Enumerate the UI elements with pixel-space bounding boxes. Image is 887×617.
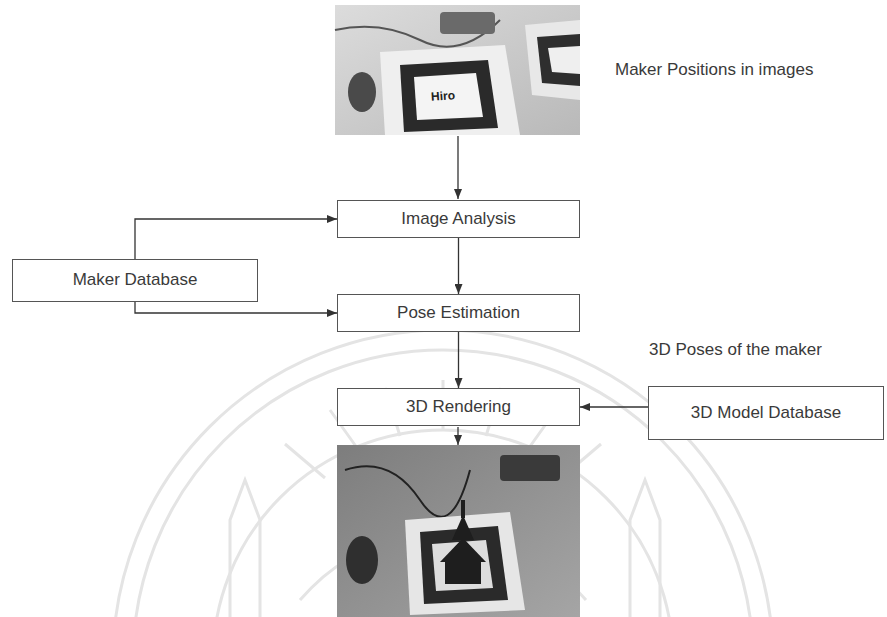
model-spire	[461, 500, 465, 518]
virtual-model	[440, 500, 486, 584]
box-label: 3D Model Database	[691, 403, 841, 423]
photo-ground	[337, 445, 580, 617]
flow-connector	[458, 332, 459, 388]
seal-ring	[213, 430, 673, 617]
flow-connector	[580, 406, 648, 407]
process-box: 3D Rendering	[337, 388, 580, 426]
seal-ring	[113, 330, 773, 617]
flow-note: 3D Poses of the maker	[646, 340, 825, 360]
marker-paper	[405, 512, 525, 615]
process-box: Image Analysis	[337, 200, 580, 238]
box-label: Image Analysis	[401, 209, 515, 229]
marker-frame	[400, 60, 498, 132]
process-box: Maker Database	[12, 259, 258, 302]
device	[500, 455, 560, 481]
mouse	[348, 72, 376, 112]
flow-note: Maker Positions in images	[612, 60, 816, 80]
flow-connector	[458, 238, 459, 294]
photo-ground	[335, 5, 580, 135]
marker-pattern-text: Hiro	[430, 88, 457, 104]
cable	[345, 466, 470, 517]
box-label: Maker Database	[73, 270, 198, 290]
output-photo	[337, 445, 580, 617]
flow-connector	[135, 302, 337, 313]
mouse	[346, 536, 378, 584]
marker-inner	[548, 46, 580, 74]
process-box: 3D Model Database	[648, 386, 884, 440]
seal-watermark	[113, 330, 773, 617]
flow-arrow	[457, 136, 458, 199]
marker-paper	[380, 45, 520, 135]
input-photo	[335, 5, 580, 135]
flow-connector	[135, 219, 337, 259]
marker-paper	[525, 20, 580, 100]
marker-frame	[537, 34, 580, 86]
model-roof	[452, 515, 474, 540]
device	[440, 12, 495, 34]
model-base	[445, 560, 481, 584]
flow-arrow	[457, 427, 458, 445]
box-label: 3D Rendering	[406, 397, 511, 417]
marker-inner	[414, 73, 483, 120]
process-box: Pose Estimation	[337, 294, 580, 332]
box-label: Pose Estimation	[397, 303, 520, 323]
model-roof	[440, 538, 486, 562]
